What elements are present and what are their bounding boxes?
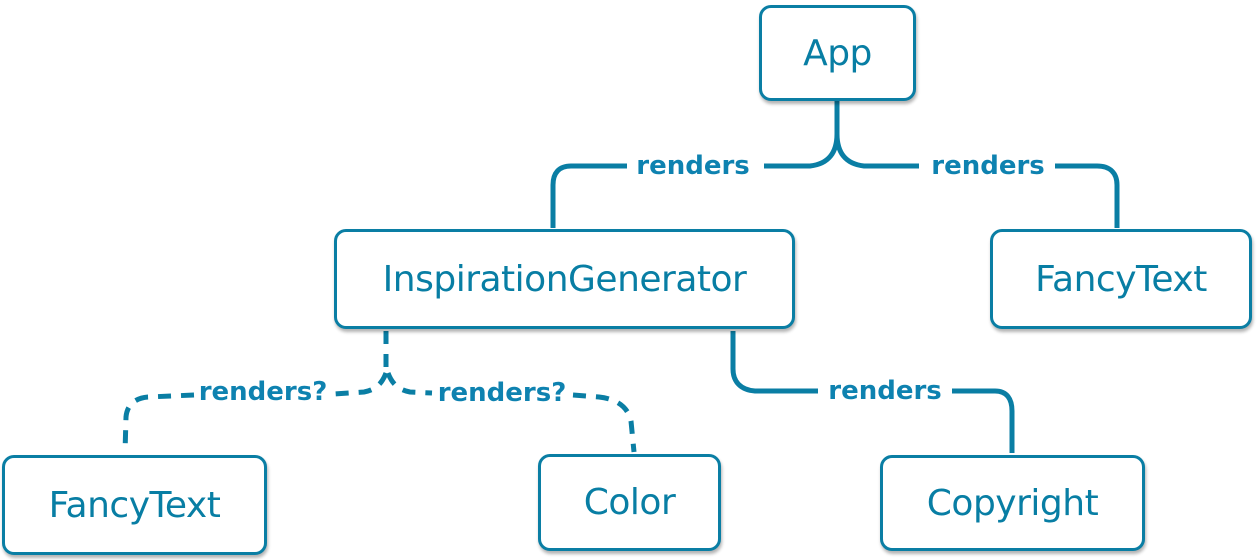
node-copyright-label: Copyright [926, 482, 1099, 524]
node-color: Color [538, 454, 721, 551]
node-color-label: Color [583, 482, 676, 523]
edge-label-renders-app-fancytext: renders [927, 151, 1049, 181]
node-fancy-text-bottom-label: FancyText [48, 484, 221, 526]
edge-inspirationgenerator-fancytext-dashed-2 [122, 392, 195, 454]
node-fancy-text-bottom: FancyText [2, 455, 267, 555]
edge-app-inspirationgenerator-2 [550, 163, 627, 228]
edge-label-renders-inspirationgenerator-copyright: renders [824, 376, 946, 406]
edge-app-inspirationgenerator [764, 101, 840, 169]
node-inspiration-generator: InspirationGenerator [334, 229, 795, 329]
edge-inspirationgenerator-color-dashed [385, 372, 433, 396]
node-copyright: Copyright [880, 455, 1145, 551]
edge-inspirationgenerator-fancytext-dashed [332, 372, 389, 397]
edge-label-renders-inspirationgenerator-fancytext: renders? [194, 377, 332, 407]
edge-app-fancytext [834, 101, 919, 169]
node-fancy-text-top-label: FancyText [1035, 258, 1207, 300]
node-app-label: App [803, 32, 872, 74]
node-fancy-text-top: FancyText [990, 229, 1252, 329]
node-inspiration-generator-label: InspirationGenerator [382, 258, 747, 300]
edge-app-fancytext-2 [1055, 163, 1120, 228]
edge-inspirationgenerator-copyright [730, 331, 818, 394]
node-app: App [759, 5, 916, 101]
edge-label-renders-app-inspirationgenerator: renders [632, 151, 754, 181]
edge-label-renders-inspirationgenerator-color: renders? [433, 378, 571, 408]
edge-inspirationgenerator-color-dashed-2 [572, 392, 637, 453]
edge-inspirationgenerator-copyright-2 [952, 388, 1015, 453]
